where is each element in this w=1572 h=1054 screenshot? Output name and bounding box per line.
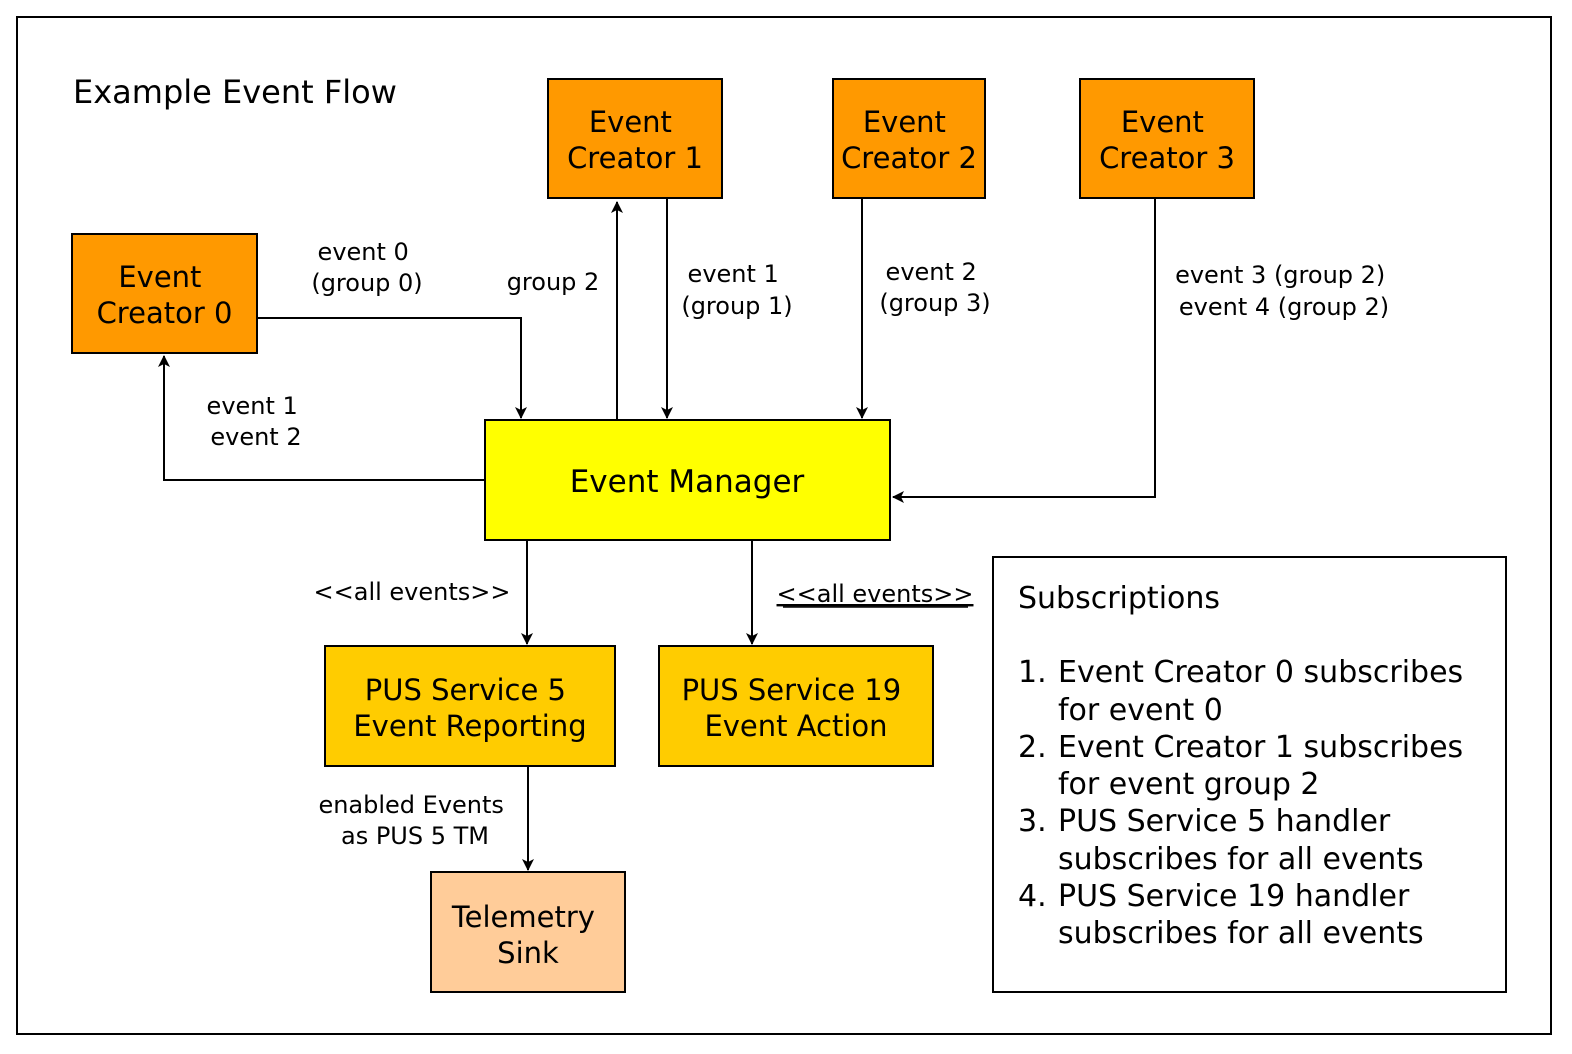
svg-text:Event Manager: Event Manager xyxy=(570,464,805,500)
legend-item-number: 2. xyxy=(1018,730,1047,765)
edge-label-manager-to-creator0: event 1 event 2 xyxy=(207,392,306,451)
svg-text:Event Creator 1: Event Creator 1 xyxy=(567,105,703,175)
node-label-line: Creator 2 xyxy=(841,141,977,175)
legend-item: 4. PUS Service 19 handler subscribes for… xyxy=(1018,879,1424,951)
node-label-line: Event Manager xyxy=(570,464,805,500)
edge-label-line: event 3 (group 2) xyxy=(1175,261,1385,289)
svg-text:Event Creator 1 subscribes: Event Creator 1 subscribes for event gro… xyxy=(1058,730,1473,802)
legend-item-number: 1. xyxy=(1018,655,1047,690)
node-event-manager: Event Manager xyxy=(484,419,891,541)
svg-text:Telemetry Sink: Telemetry Sink xyxy=(451,900,604,970)
legend-item: 2. Event Creator 1 subscribes for event … xyxy=(1018,730,1473,802)
edge-label-line: event 1 xyxy=(688,260,779,288)
node-event-creator-1: Event Creator 1 xyxy=(547,78,723,199)
legend-item-line: for event 0 xyxy=(1058,693,1223,728)
node-box xyxy=(547,78,723,199)
node-label-line: Event Action xyxy=(704,709,887,743)
edge-label-line: enabled Events xyxy=(318,791,503,819)
node-label-line: Telemetry xyxy=(451,900,595,934)
edge-label-pus5-to-sink: enabled Events as PUS 5 TM xyxy=(318,791,511,850)
legend-item-line: subscribes for all events xyxy=(1058,842,1424,877)
legend-item-line: PUS Service 19 handler xyxy=(1058,879,1410,914)
node-box xyxy=(71,233,258,354)
node-box xyxy=(832,78,986,199)
edge-label-line: event 0 xyxy=(318,238,409,266)
edge-label-creator3-to-manager: event 3 (group 2) event 4 (group 2) xyxy=(1175,261,1393,321)
node-event-creator-2: Event Creator 2 xyxy=(832,78,986,199)
legend-item: 3. PUS Service 5 handler subscribes for … xyxy=(1018,804,1424,877)
edge-label-line: as PUS 5 TM xyxy=(341,822,489,850)
node-event-creator-3: Event Creator 3 xyxy=(1079,78,1255,199)
node-label-line: Creator 3 xyxy=(1099,141,1235,175)
legend-box xyxy=(992,556,1507,993)
edge-creator0-to-manager xyxy=(257,317,527,419)
edge-label-line: (group 0) xyxy=(311,269,422,297)
node-label-line: Sink xyxy=(497,936,559,970)
legend-item-line: subscribes for all events xyxy=(1058,916,1424,951)
legend-item-line: for event group 2 xyxy=(1058,767,1320,802)
node-box xyxy=(430,871,626,993)
node-label-line: PUS Service 19 xyxy=(682,673,902,707)
node-box xyxy=(324,645,616,767)
edge-label-creator2-to-manager: event 2 (group 3) xyxy=(879,258,990,317)
edge-label-manager-to-pus5: <<all events>> xyxy=(314,578,511,606)
subscriptions-legend: Subscriptions 1. Event Creator 0 subscri… xyxy=(992,556,1507,993)
edge-label-creator0-to-manager: event 0 (group 0) xyxy=(311,238,422,297)
node-box xyxy=(484,419,891,541)
edge-label-line: <<all events>> xyxy=(777,580,974,608)
edge-label-creator1-to-manager: event 1 (group 1) xyxy=(681,260,792,320)
svg-text:Event Creator 3: Event Creator 3 xyxy=(1099,105,1235,175)
edge-label-line: <<all events>> xyxy=(314,578,511,606)
edge-label-line: (group 3) xyxy=(879,289,990,317)
node-pus-service-5: PUS Service 5 Event Reporting xyxy=(324,645,616,767)
edge-label-line: (group 1) xyxy=(681,292,792,320)
edge-label-line: event 4 (group 2) xyxy=(1179,293,1389,321)
edge-label-line: group 2 xyxy=(507,268,600,296)
edge-label-line: event 2 xyxy=(210,423,301,451)
node-label-line: PUS Service 5 xyxy=(365,673,566,707)
node-event-creator-0: Event Creator 0 xyxy=(71,233,258,354)
node-pus-service-19: PUS Service 19 Event Action xyxy=(658,645,934,767)
svg-text:Event Creator 0: Event Creator 0 xyxy=(97,260,233,330)
node-label-line: Creator 1 xyxy=(567,141,703,175)
legend-item: 1. Event Creator 0 subscribes for event … xyxy=(1018,655,1473,728)
edge-manager-to-creator0 xyxy=(158,355,485,481)
legend-title: Subscriptions xyxy=(1018,581,1220,616)
svg-text:Event Creator 0 subscribes: Event Creator 0 subscribes for event 0 xyxy=(1058,655,1473,728)
svg-text:PUS Service 5 Event Repo: PUS Service 5 Event Reporting xyxy=(353,673,586,743)
node-label-line: Creator 0 xyxy=(97,296,233,330)
legend-item-number: 3. xyxy=(1018,804,1047,839)
diagram-title: Example Event Flow xyxy=(73,73,397,111)
legend-item-number: 4. xyxy=(1018,879,1047,914)
edge-label-manager-to-pus19: <<all events>> xyxy=(777,580,974,608)
edge-label-line: event 2 xyxy=(886,258,977,286)
legend-item-line: PUS Service 5 handler xyxy=(1058,804,1391,839)
svg-text:Event Creator 2: Event Creator 2 xyxy=(841,105,977,175)
node-label-line: Event xyxy=(589,105,672,139)
legend-item-line: Event Creator 0 subscribes xyxy=(1058,655,1463,690)
svg-text:PUS Service 5 handler: PUS Service 5 handler subscribes for all… xyxy=(1058,804,1424,877)
edge-label-line: event 1 xyxy=(207,392,298,420)
node-box xyxy=(658,645,934,767)
svg-text:PUS Service 19 handler: PUS Service 19 handler subscribes for al… xyxy=(1058,879,1424,951)
node-telemetry-sink: Telemetry Sink xyxy=(430,871,626,993)
legend-item-line: Event Creator 1 subscribes xyxy=(1058,730,1463,765)
node-label-line: Event xyxy=(118,260,201,294)
edge-label-manager-to-creator1: group 2 xyxy=(507,268,600,296)
edge-creator3-to-manager xyxy=(892,198,1156,503)
node-label-line: Event xyxy=(1121,105,1204,139)
node-label-line: Event xyxy=(863,105,946,139)
svg-text:PUS Service 19 Event Act: PUS Service 19 Event Action xyxy=(682,673,911,743)
node-box xyxy=(1079,78,1255,199)
node-label-line: Event Reporting xyxy=(353,709,586,743)
